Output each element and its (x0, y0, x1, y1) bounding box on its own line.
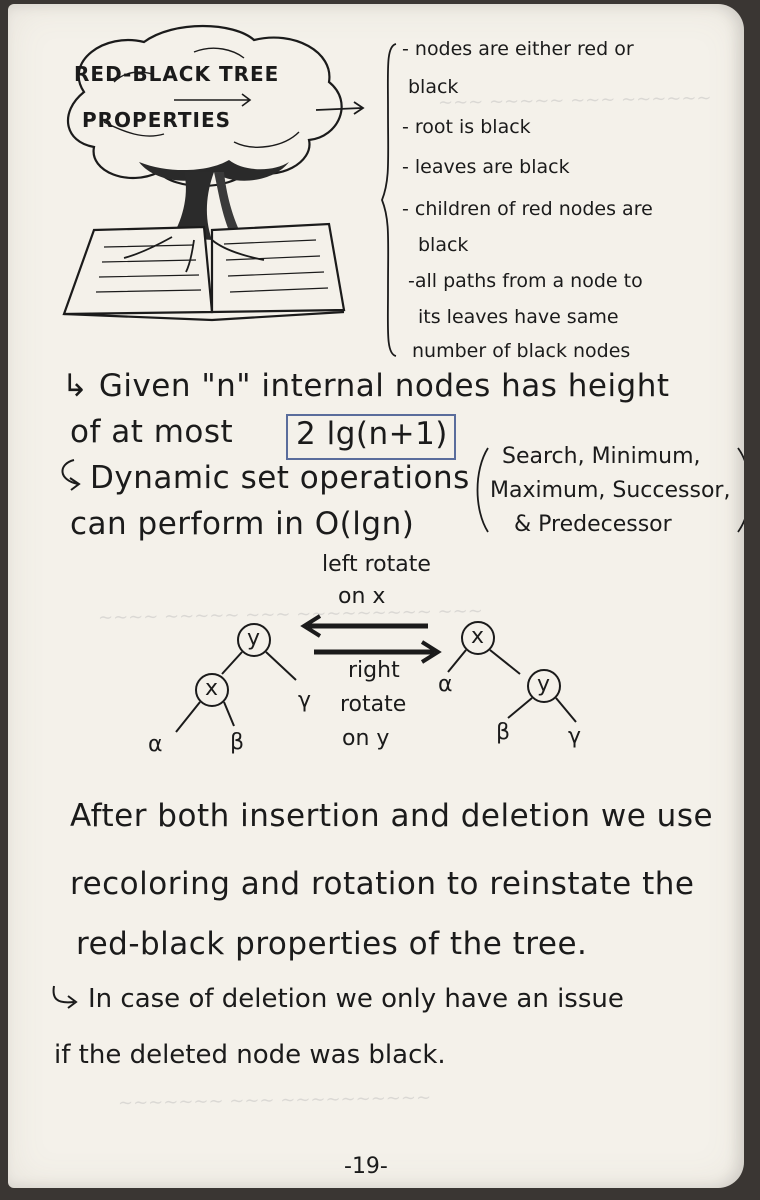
curved-arrow-icon (61, 459, 81, 491)
height-note-line-2: of at most (70, 414, 234, 450)
tree-title-line-2: PROPERTIES (82, 108, 232, 132)
deletion-note-line: In case of deletion we only have an issu… (88, 984, 624, 1014)
operations-list-item: Maximum, Successor, (490, 478, 731, 503)
property-line: - leaves are black (402, 156, 570, 178)
height-formula: 2 lg(n+1) (296, 416, 448, 452)
property-line: number of black nodes (412, 340, 631, 362)
right-rotate-label: rotate (340, 692, 407, 717)
page-number: -19- (344, 1154, 388, 1179)
paragraph-line: recoloring and rotation to reinstate the (70, 866, 695, 902)
formula-box (286, 414, 456, 460)
operations-list-item: & Predecessor (514, 512, 672, 537)
deletion-note-line: if the deleted node was black. (54, 1040, 446, 1070)
property-line: its leaves have same (418, 306, 619, 328)
leaf-gamma: γ (298, 688, 312, 713)
leaf-alpha: α (438, 672, 453, 697)
tree-title-line-1: RED-BLACK TREE (74, 62, 280, 86)
node-right-child: y (537, 672, 551, 697)
node-right-root: x (471, 624, 485, 649)
bleed-through-text: ~~~~~~~ ~~~ ~~~~~~~~~~ (117, 1087, 432, 1114)
notebook-page: ~~~ ~~~~~ ~~~ ~~~~~~ ~~~~ ~~~~~ ~~~ ~~~~… (8, 4, 744, 1188)
node-left-child: x (205, 676, 219, 701)
property-line: black (418, 234, 469, 256)
curved-arrow-icon (52, 985, 78, 1009)
bleed-through-text: ~~~ ~~~~~ ~~~ ~~~~~~ (437, 87, 712, 114)
paragraph-line: After both insertion and deletion we use (70, 798, 714, 834)
height-note-line-1: ↳ Given "n" internal nodes has height (62, 368, 670, 404)
right-rotate-label: right (348, 658, 400, 683)
tree-book-illustration (62, 24, 365, 322)
property-line: black (408, 76, 459, 98)
paragraph-line: red-black properties of the tree. (76, 926, 588, 962)
property-line: - nodes are either red or (402, 38, 634, 60)
operations-list-item: Search, Minimum, (502, 444, 701, 469)
property-line: -all paths from a node to (408, 270, 643, 292)
leaf-gamma: γ (568, 724, 582, 749)
left-rotate-label: on x (338, 584, 386, 609)
leaf-beta: β (230, 730, 245, 755)
operations-line-1: Dynamic set operations (90, 460, 470, 496)
node-left-root: y (247, 626, 261, 651)
right-rotate-label: on y (342, 726, 390, 751)
operations-line-2: can perform in O(lgn) (70, 506, 415, 542)
left-rotate-label: left rotate (322, 552, 431, 577)
operations-paren (476, 447, 744, 533)
property-line: - root is black (402, 116, 531, 138)
properties-brace (381, 43, 397, 357)
leaf-alpha: α (148, 732, 163, 757)
property-line: - children of red nodes are (402, 198, 653, 220)
rotation-diagram (175, 614, 577, 733)
leaf-beta: β (496, 720, 511, 745)
